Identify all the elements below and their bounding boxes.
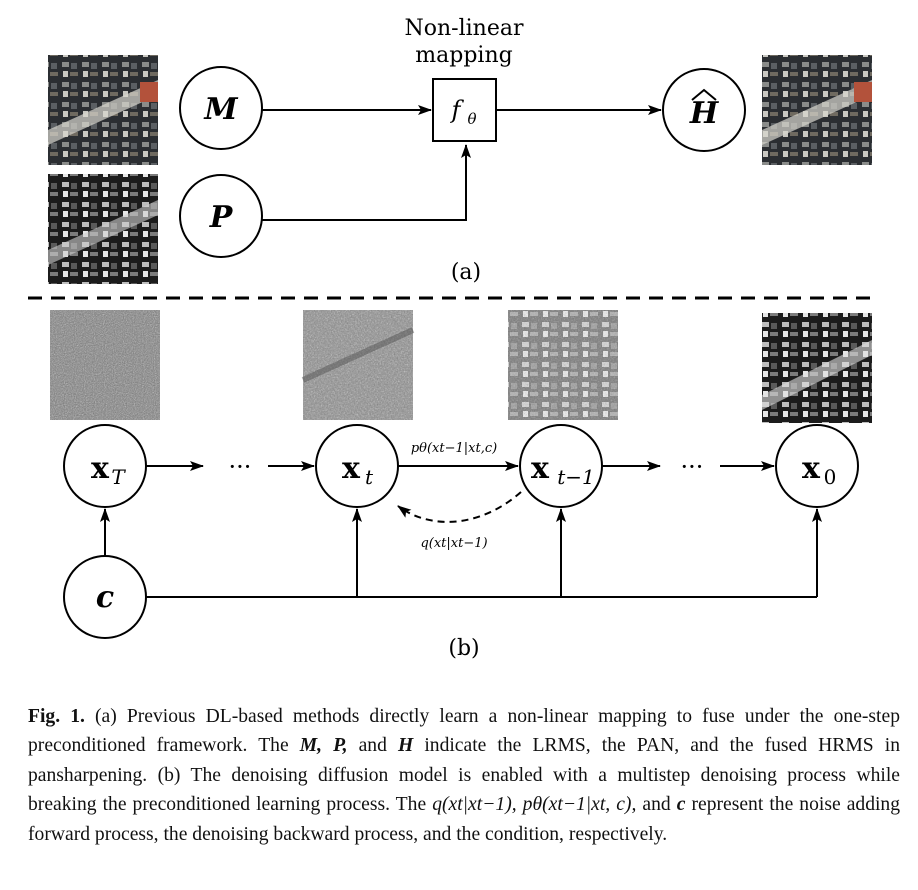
- arrow-q-forward: [397, 491, 522, 523]
- node-xt-1-sub: t−1: [557, 465, 595, 489]
- noise-image-xT: [50, 310, 160, 420]
- panel-b-label: (b): [448, 636, 479, 661]
- caption-sym-q: q(xt|xt−1),: [432, 794, 517, 816]
- arrow-p-to-f: [262, 144, 471, 221]
- node-p: [179, 174, 263, 258]
- caption-part5: represent the noise adding forward proce…: [28, 794, 901, 845]
- caption-sym-c: c: [676, 794, 686, 816]
- mapping-label-line1: Non-linear: [405, 16, 524, 41]
- node-xt-label: x: [342, 451, 361, 486]
- q-label: q(xt|xt−1): [420, 536, 487, 551]
- node-f-sub: θ: [467, 110, 476, 128]
- hat-mark: [691, 88, 717, 101]
- node-x0: [775, 424, 859, 508]
- caption-part1: (a) Previous DL-based methods directly l…: [28, 706, 900, 757]
- caption-part4: and: [642, 794, 671, 816]
- caption-part3: indicate the LRMS, the PAN, and the fuse…: [28, 735, 900, 816]
- figure-caption: Fig. 1. (a) Previous DL-based methods di…: [28, 702, 900, 849]
- node-h: [662, 68, 746, 152]
- hrms-image: [762, 55, 872, 165]
- node-x0-sub: 0: [824, 465, 837, 489]
- node-xt-1-label: x: [531, 451, 550, 486]
- caption-sym-p: pθ(xt−1|xt, c),: [522, 794, 637, 816]
- caption-part2: and: [358, 735, 387, 757]
- noise-image-xt: [301, 310, 415, 420]
- node-xT-sub: T: [111, 465, 126, 489]
- caption-sym-mp: M, P,: [299, 735, 348, 757]
- caption-fig-label: Fig. 1.: [28, 706, 85, 727]
- diagram-svg: M P Non-linear mapping f θ H (a) x T x t…: [28, 16, 878, 661]
- caption-sym-h: H: [397, 735, 414, 757]
- ellipsis-right: ···: [681, 453, 704, 481]
- ellipsis-left: ···: [229, 453, 252, 481]
- node-f-label: f: [450, 96, 465, 124]
- noise-image-xt-1: [508, 310, 618, 420]
- node-m-label: M: [203, 92, 238, 127]
- node-m: [179, 66, 263, 150]
- node-xT-label: x: [91, 451, 110, 486]
- node-h-label: H: [689, 96, 720, 131]
- pan-image: [48, 174, 158, 284]
- node-c-label: c: [96, 580, 114, 615]
- p-theta-label: pθ(xt−1|xt,c): [411, 441, 497, 456]
- mapping-label-line2: mapping: [415, 43, 512, 68]
- node-p-label: P: [209, 200, 234, 235]
- node-xt-sub: t: [365, 465, 374, 489]
- mapping-box: [432, 78, 497, 142]
- lrms-image: [48, 55, 158, 165]
- clean-image-x0: [762, 313, 872, 423]
- panel-a-label: (a): [451, 260, 481, 285]
- node-x0-label: x: [802, 451, 821, 486]
